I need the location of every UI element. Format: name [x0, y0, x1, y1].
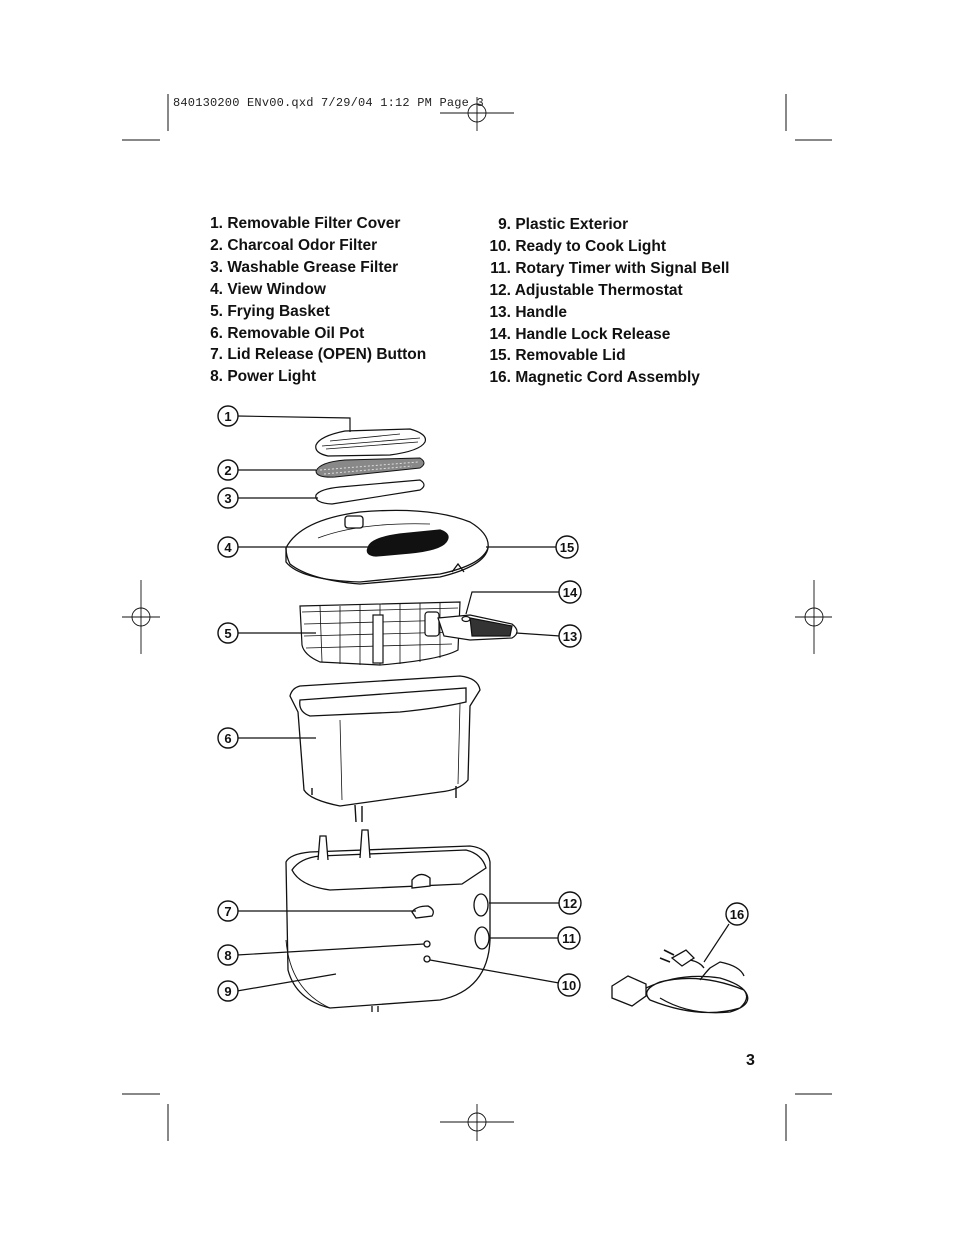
registration-mark-right — [795, 580, 832, 654]
fryer-body-illustration — [285, 829, 491, 1012]
callout-3: 3 — [217, 487, 239, 509]
callout-12: 12 — [558, 891, 582, 915]
crop-marks — [122, 94, 832, 1141]
part-item: 8. Power Light — [210, 368, 317, 386]
callout-13: 13 — [558, 624, 582, 648]
svg-text:12: 12 — [563, 896, 577, 911]
svg-text:15: 15 — [560, 540, 574, 555]
svg-text:16: 16 — [730, 907, 744, 922]
part-item: 2. Charcoal Odor Filter — [210, 236, 378, 254]
svg-text:5: 5 — [224, 626, 231, 641]
callout-8: 8 — [217, 944, 239, 966]
registration-mark-left — [122, 580, 160, 654]
page-number: 3 — [746, 1052, 755, 1069]
part-item: 16. Magnetic Cord Assembly — [489, 369, 700, 387]
svg-text:10: 10 — [562, 978, 576, 993]
parts-list-right: 9. Plastic Exterior 10. Ready to Cook Li… — [486, 214, 730, 389]
callout-2: 2 — [217, 459, 239, 481]
part-item: 13. Handle — [489, 303, 567, 321]
callout-16: 16 — [725, 902, 749, 926]
part-item: 12. Adjustable Thermostat — [489, 281, 683, 299]
callout-4: 4 — [217, 536, 239, 558]
part-item: 14. Handle Lock Release — [489, 325, 671, 343]
svg-text:11: 11 — [562, 931, 576, 946]
svg-text:9: 9 — [224, 984, 231, 999]
part-item: 9. Plastic Exterior — [498, 216, 629, 233]
callout-1: 1 — [217, 405, 239, 427]
callout-10: 10 — [557, 973, 581, 997]
svg-text:7: 7 — [224, 904, 231, 919]
callout-9: 9 — [217, 980, 239, 1002]
callout-6: 6 — [217, 727, 239, 749]
leader-lines — [236, 415, 730, 992]
charcoal-filter-illustration — [315, 457, 425, 478]
registration-mark-top — [440, 97, 514, 131]
basket-illustration — [299, 601, 518, 666]
parts-list-left: 1. Removable Filter Cover 2. Charcoal Od… — [208, 213, 426, 388]
file-slug: 840130200 ENv00.qxd 7/29/04 1:12 PM Page… — [173, 96, 484, 110]
callout-11: 11 — [557, 926, 581, 950]
svg-text:8: 8 — [224, 948, 231, 963]
part-item: 5. Frying Basket — [210, 302, 330, 320]
part-item: 10. Ready to Cook Light — [489, 237, 667, 255]
grease-filter-illustration — [315, 479, 425, 505]
part-item: 3. Washable Grease Filter — [210, 258, 399, 276]
svg-text:1: 1 — [224, 409, 231, 424]
part-item: 15. Removable Lid — [489, 347, 626, 365]
part-item: 11. Rotary Timer with Signal Bell — [490, 259, 730, 277]
part-item: 6. Removable Oil Pot — [210, 324, 365, 342]
part-item: 1. Removable Filter Cover — [210, 215, 401, 232]
svg-text:4: 4 — [224, 540, 232, 555]
cord-illustration — [611, 949, 749, 1014]
callout-5: 5 — [217, 622, 239, 644]
callout-14: 14 — [558, 580, 582, 604]
part-item: 7. Lid Release (OPEN) Button — [210, 346, 427, 364]
registration-mark-bottom — [440, 1104, 514, 1141]
callout-15: 15 — [555, 535, 579, 559]
svg-text:3: 3 — [224, 491, 231, 506]
svg-text:14: 14 — [563, 585, 578, 600]
svg-text:6: 6 — [224, 731, 231, 746]
lid-illustration — [285, 509, 489, 585]
filter-cover-illustration — [315, 428, 427, 457]
callout-7: 7 — [217, 900, 239, 922]
svg-text:13: 13 — [563, 629, 577, 644]
svg-text:2: 2 — [224, 463, 231, 478]
oil-pot-illustration — [289, 675, 481, 823]
part-item: 4. View Window — [210, 280, 326, 298]
